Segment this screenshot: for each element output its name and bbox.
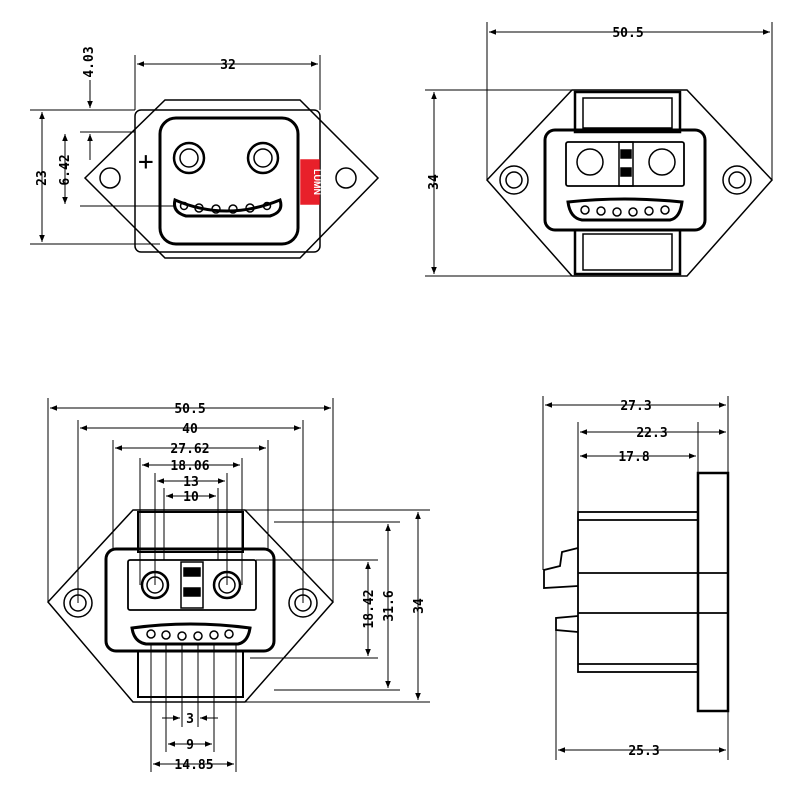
signal-pin [245, 203, 255, 213]
dim-4-03: 4.03 [82, 46, 97, 77]
side-view-bottom-right [543, 471, 730, 713]
flange-plate [696, 471, 730, 713]
signal-pin [262, 201, 272, 211]
dim-40: 40 [182, 422, 198, 437]
dim-18-42: 18.42 [362, 589, 377, 628]
mount-hole-right-inner [728, 171, 746, 189]
power-cavity [127, 559, 257, 611]
rear-pin-left [576, 148, 604, 176]
dim-50-5: 50.5 [174, 402, 205, 417]
mount-hole-left [499, 165, 529, 195]
power-pin-left-inner [179, 148, 199, 168]
dim-34-top: 34 [427, 174, 442, 190]
rear-view-top-right [485, 89, 774, 277]
rear-body [543, 128, 707, 232]
mount-hole-left-inner [505, 171, 523, 189]
power-pin-left [172, 141, 206, 175]
signal-pin [211, 204, 221, 214]
dim-31-6: 31.6 [382, 590, 397, 621]
power-cavity [565, 141, 685, 187]
dim-17-8: 17.8 [618, 450, 649, 465]
flange-outline [46, 509, 335, 703]
dim-25-3: 25.3 [628, 744, 659, 759]
dim-23: 23 [35, 170, 50, 186]
mount-hole-right [722, 165, 752, 195]
power-pin-right-inner [253, 148, 273, 168]
bottom-tab [137, 650, 244, 698]
side-latch [543, 547, 579, 589]
signal-pin [194, 203, 204, 213]
plus-symbol: + [138, 147, 154, 177]
top-tab [573, 90, 682, 134]
dim-14-85: 14.85 [174, 758, 213, 773]
dim-50-5-top: 50.5 [612, 26, 643, 41]
dim-6-42: 6.42 [58, 154, 73, 185]
flange-outline [83, 99, 380, 259]
dim-27-62: 27.62 [170, 442, 209, 457]
front-view-bottom-left [46, 509, 335, 703]
dim-10: 10 [183, 490, 199, 505]
power-pin-right [246, 141, 280, 175]
signal-housing [130, 622, 252, 646]
signal-pin [228, 204, 238, 214]
dim-27-3: 27.3 [620, 399, 651, 414]
bottom-tab [573, 228, 682, 276]
signal-pin [179, 201, 189, 211]
mount-hole-left [99, 167, 121, 189]
dim-22-3: 22.3 [636, 426, 667, 441]
signal-pin-housing [173, 197, 283, 218]
mount-hole-right [335, 167, 357, 189]
rear-signal-housing [566, 197, 684, 222]
top-tab [137, 511, 244, 553]
dim-3: 3 [186, 712, 194, 727]
dim-34: 34 [412, 598, 427, 614]
connector-body-outline [134, 109, 321, 253]
red-latch [300, 159, 320, 205]
rear-pin-right [648, 148, 676, 176]
dim-9: 9 [186, 738, 194, 753]
dim-32: 32 [220, 58, 236, 73]
side-body [577, 511, 699, 673]
connector-face [158, 116, 300, 246]
red-latch-label: LUMN [312, 169, 322, 195]
front-view-top-left [83, 99, 380, 259]
dim-18-06: 18.06 [170, 459, 209, 474]
dim-13: 13 [183, 475, 199, 490]
